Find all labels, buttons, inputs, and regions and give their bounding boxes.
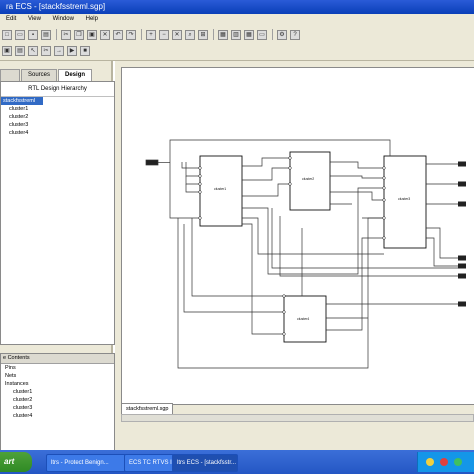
toolbar-row-1: □ ▭ ▪ ▤ ✂ ❐ ▣ ✕ ↶ ↷ + − ✕ ⌕ ⊞ ▦ ▥ ▦ ▭ ⚙ … [2,27,303,42]
title-bar: ra ECS - [stackfsstreml.sgp] [0,0,474,14]
toolbar-separator [272,29,273,40]
schematic-canvas[interactable]: cluster1 cluster2 cluster3 cluster4 [121,67,474,405]
menu-bar: Edit View Window Help [0,14,474,25]
toolbar-separator [213,29,214,40]
cut-icon[interactable]: ✂ [61,29,71,40]
output-pin[interactable] [458,161,466,167]
output-pin[interactable] [458,201,466,207]
help-icon[interactable]: ? [290,29,300,40]
start-button[interactable]: art [0,452,32,472]
contents-item-nets[interactable]: Nets [5,373,17,379]
tray-icon[interactable] [426,458,434,466]
left-pane: Sources Design RTL Design Hierarchy stac… [0,61,115,452]
stop-icon[interactable]: ■ [80,45,90,56]
menu-view[interactable]: View [28,16,41,22]
task-button-1[interactable]: ltrs - Protect Benign... [46,454,126,472]
block-cluster2[interactable] [289,151,331,211]
tree-item-cluster2[interactable]: cluster2 [9,114,29,120]
save-icon[interactable]: ▪ [28,29,38,40]
task-button-3[interactable]: ltrs ECS - [stackfsstr... [172,454,238,472]
schematic-diagram: cluster1 cluster2 cluster3 cluster4 [145,139,466,369]
menu-help[interactable]: Help [85,16,98,22]
input-pin[interactable] [145,159,159,166]
output-pin[interactable] [458,181,466,187]
toolbar-separator [141,29,142,40]
toolbar: □ ▭ ▪ ▤ ✂ ❐ ▣ ✕ ↶ ↷ + − ✕ ⌕ ⊞ ▦ ▥ ▦ ▭ ⚙ … [0,25,474,61]
undo-icon[interactable]: ↶ [113,29,123,40]
tree-item-cluster3[interactable]: cluster3 [9,122,29,128]
redo-icon[interactable]: ↷ [126,29,136,40]
hierarchy-panel: RTL Design Hierarchy stackfsstreml clust… [0,81,115,345]
contents-title: e Contents [1,354,114,364]
tray-icon[interactable] [440,458,448,466]
contents-item-cluster1[interactable]: cluster1 [13,389,33,395]
block-cluster2-label: cluster2 [302,177,314,181]
port-markers [198,156,386,336]
output-pin[interactable] [458,301,466,307]
taskbar: art ltrs - Protect Benign... ECS TC RTVS… [0,450,474,474]
layout-icon[interactable]: ▥ [231,29,241,40]
tool-icon[interactable]: ⚙ [277,29,287,40]
window-icon[interactable]: ▭ [257,29,267,40]
tree-item-root[interactable]: stackfsstreml [1,97,43,105]
contents-item-cluster2[interactable]: cluster2 [13,397,33,403]
tree-item-cluster4[interactable]: cluster4 [9,130,29,136]
block-cluster4-label: cluster4 [297,317,309,321]
block-cluster4[interactable] [283,295,327,343]
block-cluster3-label: cluster3 [398,197,410,201]
contents-item-pins[interactable]: Pins [5,365,16,371]
contents-panel: e Contents Pins Nets Instances cluster1 … [0,353,115,452]
block-cluster1-label: cluster1 [214,187,226,191]
block-cluster1[interactable] [199,155,243,227]
block-cluster3[interactable] [383,155,427,249]
contents-item-cluster3[interactable]: cluster3 [13,405,33,411]
arrow-icon[interactable]: → [54,45,64,56]
horizontal-scrollbar[interactable] [121,414,474,422]
tree-item-cluster1[interactable]: cluster1 [9,106,29,112]
tray-icon[interactable] [454,458,462,466]
delete-icon[interactable]: ✕ [100,29,110,40]
zoom-in-icon[interactable]: + [146,29,156,40]
toolbar-row-2: ▣ ▤ ↖ ✂ → ▶ ■ [2,43,93,58]
contents-item-cluster4[interactable]: cluster4 [13,413,33,419]
cursor-icon[interactable]: ↖ [28,45,38,56]
block-icon[interactable]: ▣ [2,45,12,56]
run-icon[interactable]: ▶ [67,45,77,56]
new-icon[interactable]: □ [2,29,12,40]
select-icon[interactable]: ⊞ [198,29,208,40]
tab-design[interactable]: Design [58,69,93,81]
window-title: ra ECS - [stackfsstreml.sgp] [6,2,106,11]
output-pin[interactable] [458,255,466,261]
symbol-icon[interactable]: ▦ [218,29,228,40]
zoom-fit-icon[interactable]: ✕ [172,29,182,40]
hierarchy-title: RTL Design Hierarchy [1,82,114,97]
panel-tabs: Sources Design [0,69,113,81]
zoom-out-icon[interactable]: − [159,29,169,40]
cut-icon[interactable]: ✂ [41,45,51,56]
table-icon[interactable]: ▤ [15,45,25,56]
paste-icon[interactable]: ▣ [87,29,97,40]
output-pin[interactable] [458,263,466,269]
menu-window[interactable]: Window [52,16,74,22]
output-pins [458,161,466,307]
task-button-2[interactable]: ECS TC RTVS INVIRL... [124,454,174,472]
tab-processes[interactable] [0,69,20,81]
toolbar-separator [56,29,57,40]
tab-sources[interactable]: Sources [21,69,58,81]
schematic-area: cluster1 cluster2 cluster3 cluster4 [115,61,474,450]
wire-network [169,139,458,369]
menu-edit[interactable]: Edit [6,16,17,22]
open-icon[interactable]: ▭ [15,29,25,40]
output-pin[interactable] [458,273,466,279]
grid-icon[interactable]: ▦ [244,29,254,40]
print-icon[interactable]: ▤ [41,29,51,40]
contents-item-instances[interactable]: Instances [5,381,29,387]
zoom-area-icon[interactable]: ⌕ [185,29,195,40]
copy-icon[interactable]: ❐ [74,29,84,40]
system-tray [417,452,474,472]
